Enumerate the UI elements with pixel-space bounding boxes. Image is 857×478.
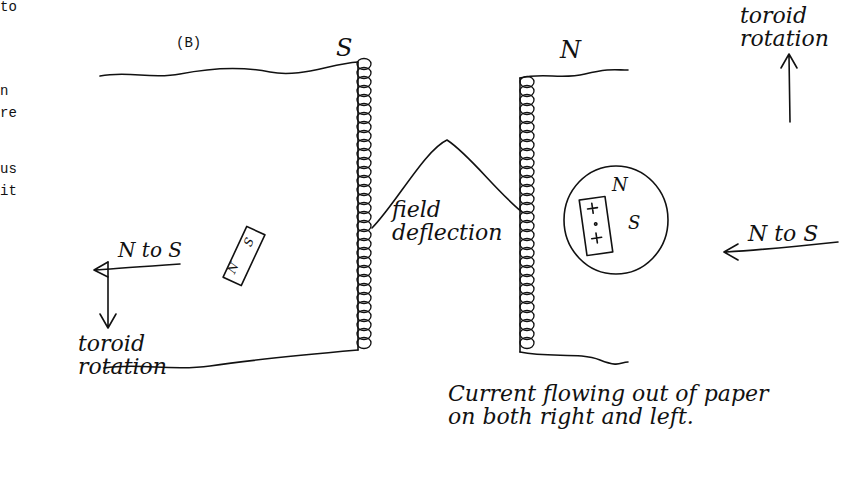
margin-text: it — [0, 184, 17, 199]
magnet-edge — [520, 70, 628, 78]
margin-text: us — [0, 162, 17, 177]
pole-label: N — [560, 38, 581, 63]
pole-label: S — [336, 36, 352, 61]
coil-winding — [357, 338, 371, 349]
field-arrow — [94, 262, 180, 277]
rotation-arrow — [100, 262, 116, 328]
direction-label: N to S — [118, 240, 182, 261]
compass-needle — [223, 226, 265, 285]
pole-label: S — [242, 236, 257, 249]
rotation-label: toroid rotation — [78, 332, 173, 378]
magnet-edge — [100, 62, 358, 76]
compass-needle — [579, 196, 613, 255]
pole-label: S — [628, 214, 640, 233]
coil-winding — [520, 338, 534, 349]
pole-label: N — [612, 176, 628, 195]
rotation-arrow — [781, 54, 797, 122]
margin-text: re — [0, 106, 17, 121]
field-label: field deflection — [392, 198, 512, 244]
magnet-edge — [520, 352, 628, 364]
margin-text: n — [0, 84, 8, 99]
note-text: Current flowing out of paper on both rig… — [448, 382, 793, 428]
rotation-label: toroid rotation — [740, 4, 855, 50]
highlight-circle — [564, 166, 668, 274]
margin-text: (B) — [176, 36, 201, 51]
pole-label: N — [225, 261, 241, 276]
margin-text: to — [0, 0, 17, 15]
direction-label: N to S — [748, 222, 818, 245]
